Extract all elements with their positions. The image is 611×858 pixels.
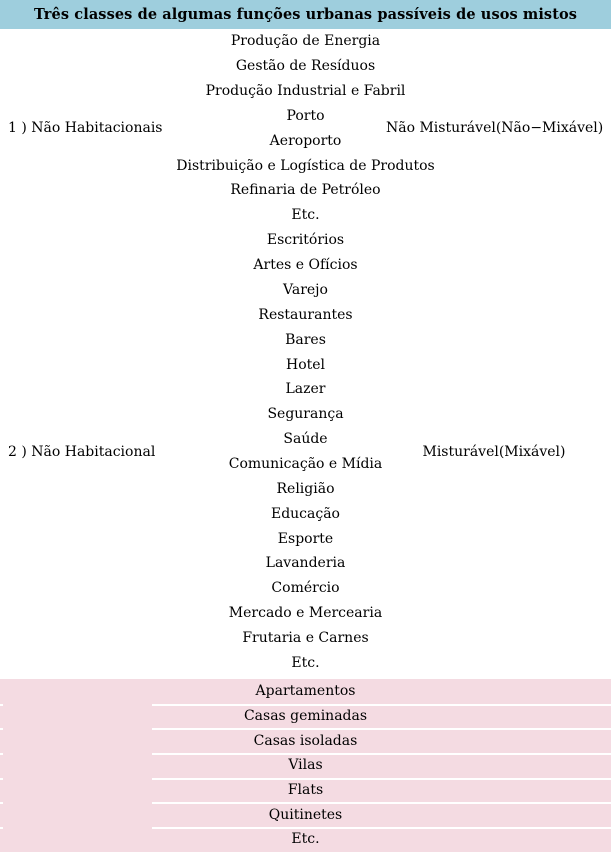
list-item: Esporte — [277, 530, 334, 547]
list-item: Varejo — [283, 282, 328, 299]
table-row: Etc. — [0, 650, 611, 675]
list-item: Produção Industrial e Fabril — [205, 83, 406, 100]
table-row: Varejo — [0, 278, 611, 303]
table-row: Flats — [0, 777, 611, 803]
list-item: Comércio — [271, 580, 340, 597]
list-item: Escritórios — [266, 232, 345, 249]
list-item: Quitinetes — [268, 806, 343, 823]
list-item: Hotel — [285, 356, 326, 373]
table-row: Porto — [0, 104, 611, 129]
table-row: Hotel — [0, 352, 611, 377]
group-nonhab-1-rows: Produção de Energia Gestão de Resíduos P… — [0, 29, 611, 228]
table-row: Lavanderia — [0, 551, 611, 576]
list-item: Restaurantes — [258, 306, 353, 323]
table-row: Apartamentos — [0, 679, 611, 704]
table-row: Restaurantes — [0, 303, 611, 328]
table-row: Gestão de Resíduos — [0, 54, 611, 79]
group-nonhab-2: 2 ) Não Habitacional Misturável(Mixável)… — [0, 228, 611, 675]
group-residential-rows: Apartamentos Casas geminadas Casas isola… — [0, 679, 611, 852]
list-item: Apartamentos — [255, 683, 356, 700]
table-row: Lazer — [0, 377, 611, 402]
table-row: Bares — [0, 327, 611, 352]
list-item: Casas isoladas — [253, 732, 358, 749]
table-row: Refinaria de Petróleo — [0, 178, 611, 203]
list-item: Lavanderia — [265, 555, 346, 572]
list-item: Gestão de Resíduos — [235, 58, 376, 75]
list-item: Mercado e Mercearia — [228, 605, 383, 622]
list-item: Etc. — [291, 654, 320, 671]
table-body: 1 ) Não Habitacionais Não Misturável(Não… — [0, 29, 611, 858]
table-row: Frutaria e Carnes — [0, 626, 611, 651]
group-nonhab-1-right-label: Não Misturável(Não−Mixável) — [386, 120, 604, 137]
list-item: Etc. — [291, 831, 320, 848]
table-row: Casas geminadas — [0, 703, 611, 729]
table-row: Educação — [0, 501, 611, 526]
list-item: Produção de Energia — [230, 33, 381, 50]
table-row: Aeroporto — [0, 128, 611, 153]
table-row: Saúde — [0, 427, 611, 452]
list-item: Vilas — [288, 757, 323, 774]
table-row: Esporte — [0, 526, 611, 551]
list-item: Educação — [270, 505, 340, 522]
list-item: Distribuição e Logística de Produtos — [176, 157, 435, 174]
list-item: Porto — [286, 107, 325, 124]
list-item: Aeroporto — [269, 132, 342, 149]
table-row: Comércio — [0, 576, 611, 601]
list-item: Segurança — [267, 406, 344, 423]
table-row: Religião — [0, 476, 611, 501]
list-item: Comunicação e Mídia — [228, 456, 383, 473]
list-item: Saúde — [283, 431, 328, 448]
table-row: Produção Industrial e Fabril — [0, 79, 611, 104]
table-row: Comunicação e Mídia — [0, 452, 611, 477]
page-title: Três classes de algumas funções urbanas … — [33, 6, 578, 23]
list-item: Etc. — [291, 207, 320, 224]
list-item: Lazer — [285, 381, 326, 398]
table-row: Mercado e Mercearia — [0, 601, 611, 626]
list-item: Bares — [285, 331, 326, 348]
list-item: Casas geminadas — [243, 708, 368, 725]
table-row: Quitinetes — [0, 802, 611, 827]
list-item: Religião — [276, 480, 335, 497]
table-header-banner: Três classes de algumas funções urbanas … — [0, 0, 611, 29]
table-row: Etc. — [0, 203, 611, 228]
table-row: Distribuição e Logística de Produtos — [0, 153, 611, 178]
group-nonhab-2-rows: Escritórios Artes e Ofícios Varejo Resta… — [0, 228, 611, 675]
group-residential: Apartamentos Casas geminadas Casas isola… — [0, 679, 611, 852]
table-row: Artes e Ofícios — [0, 253, 611, 278]
table-row: Escritórios — [0, 228, 611, 253]
table-row: Segurança — [0, 402, 611, 427]
list-item: Frutaria e Carnes — [242, 629, 369, 646]
group-nonhab-1-left-label: 1 ) Não Habitacionais — [8, 120, 163, 137]
list-item: Refinaria de Petróleo — [230, 182, 381, 199]
group-nonhab-2-right-label: Misturável(Mixável) — [422, 443, 566, 460]
table-row: Vilas — [0, 753, 611, 778]
table-row: Etc. — [0, 827, 611, 852]
group-nonhab-1: 1 ) Não Habitacionais Não Misturável(Não… — [0, 29, 611, 228]
list-item: Flats — [287, 782, 324, 799]
table-row: Produção de Energia — [0, 29, 611, 54]
table-row: Casas isoladas — [0, 728, 611, 753]
list-item: Artes e Ofícios — [253, 257, 358, 274]
group-nonhab-2-left-label: 2 ) Não Habitacional — [8, 443, 156, 460]
